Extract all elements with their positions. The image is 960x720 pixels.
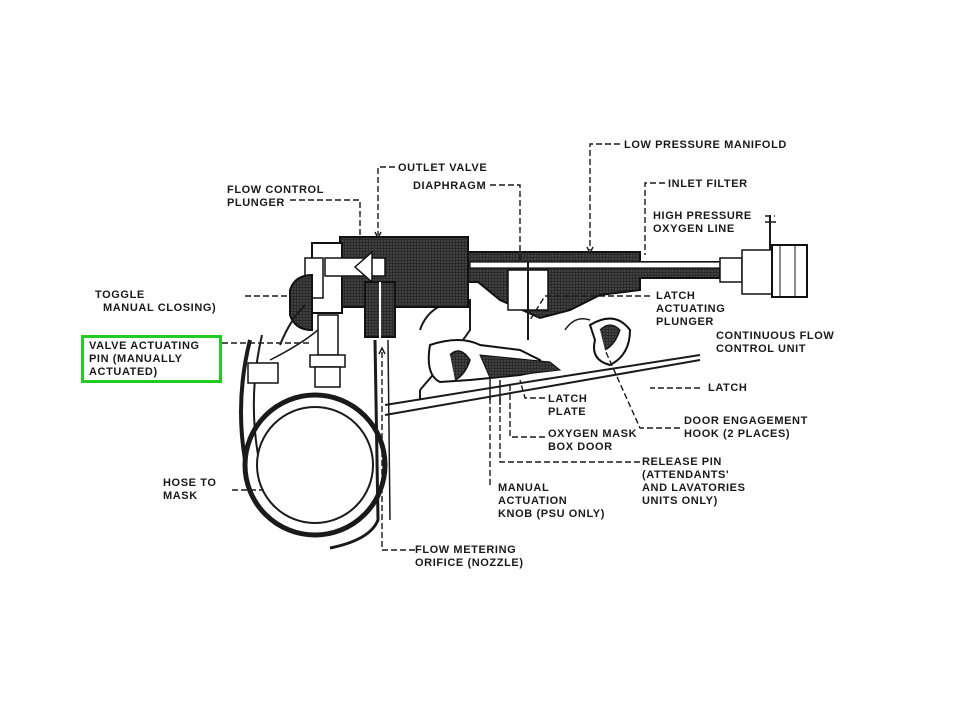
label-line: BOX DOOR xyxy=(548,441,613,453)
label-hose-to-mask: HOSE TO MASK xyxy=(163,477,217,503)
label-line: CONTINUOUS FLOW xyxy=(716,330,835,342)
label-line: CONTROL UNIT xyxy=(716,343,807,355)
label-line: RELEASE PIN xyxy=(642,456,722,468)
label-valve-actuating-pin: VALVE ACTUATING PIN (MANUALLY ACTUATED) xyxy=(89,340,200,379)
label-line: ACTUATION xyxy=(498,495,568,507)
label-outlet-valve: OUTLET VALVE xyxy=(398,162,487,175)
label-line: HOOK (2 PLACES) xyxy=(684,428,791,440)
label-line: HOSE TO xyxy=(163,477,217,489)
label-line: INLET FILTER xyxy=(668,178,748,190)
label-line: HIGH PRESSURE xyxy=(653,210,752,222)
label-toggle: TOGGLE MANUAL CLOSING) xyxy=(95,289,216,315)
label-line: DOOR ENGAGEMENT xyxy=(684,415,808,427)
label-line: PLUNGER xyxy=(656,316,714,328)
label-line: OXYGEN MASK xyxy=(548,428,638,440)
label-line: VALVE ACTUATING xyxy=(89,340,200,352)
hose-to-mask xyxy=(239,334,391,550)
label-diaphragm: DIAPHRAGM xyxy=(413,180,486,193)
continuous-flow-control-unit xyxy=(719,215,808,298)
label-line: ORIFICE (NOZZLE) xyxy=(415,557,524,569)
label-latch-plate: LATCH PLATE xyxy=(548,393,587,419)
toggle-lever xyxy=(279,273,313,346)
label-line: OXYGEN LINE xyxy=(653,223,735,235)
label-line: LOW PRESSURE MANIFOLD xyxy=(624,139,787,151)
label-low-pressure-manifold: LOW PRESSURE MANIFOLD xyxy=(624,139,787,152)
label-line: FLOW CONTROL xyxy=(227,184,325,196)
latch-mechanism xyxy=(427,317,632,405)
label-line: LATCH xyxy=(656,290,696,302)
label-line: LATCH xyxy=(548,393,588,405)
label-line: AND LAVATORIES xyxy=(642,482,746,494)
label-line: PLATE xyxy=(548,406,587,418)
label-continuous-flow-control-unit: CONTINUOUS FLOW CONTROL UNIT xyxy=(716,330,834,356)
label-oxygen-mask-box-door: OXYGEN MASK BOX DOOR xyxy=(548,428,637,454)
label-line: FLOW METERING xyxy=(415,544,517,556)
label-line: MANUAL CLOSING) xyxy=(103,302,217,314)
label-flow-metering-orifice: FLOW METERING ORIFICE (NOZZLE) xyxy=(415,544,524,570)
label-line: PLUNGER xyxy=(227,197,285,209)
label-flow-control-plunger: FLOW CONTROL PLUNGER xyxy=(227,184,324,210)
label-line: DIAPHRAGM xyxy=(413,180,487,192)
label-line: MANUAL xyxy=(498,482,550,494)
label-latch: LATCH xyxy=(708,382,747,395)
label-line: LATCH xyxy=(708,382,748,394)
label-line: TOGGLE xyxy=(95,289,145,301)
valve-actuating-pin xyxy=(269,314,346,388)
label-door-engagement-hook: DOOR ENGAGEMENT HOOK (2 PLACES) xyxy=(684,415,808,441)
label-line: ACTUATING xyxy=(656,303,726,315)
label-high-pressure-oxygen-line: HIGH PRESSURE OXYGEN LINE xyxy=(653,210,752,236)
label-inlet-filter: INLET FILTER xyxy=(668,178,748,191)
label-manual-actuation-knob: MANUAL ACTUATION KNOB (PSU ONLY) xyxy=(498,482,605,521)
label-line: MASK xyxy=(163,490,198,502)
highlight-box xyxy=(81,335,222,383)
label-release-pin: RELEASE PIN (ATTENDANTS' AND LAVATORIES … xyxy=(642,456,746,508)
label-line: UNITS ONLY) xyxy=(642,495,718,507)
leader-arrows xyxy=(374,231,594,355)
label-line: OUTLET VALVE xyxy=(398,162,488,174)
leader-lines xyxy=(222,143,775,551)
label-latch-actuating-plunger: LATCH ACTUATING PLUNGER xyxy=(656,290,725,329)
label-line: (ATTENDANTS' xyxy=(642,469,730,481)
label-line: ACTUATED) xyxy=(89,366,158,378)
label-line: PIN (MANUALLY xyxy=(89,353,183,365)
label-line: KNOB (PSU ONLY) xyxy=(498,508,605,520)
